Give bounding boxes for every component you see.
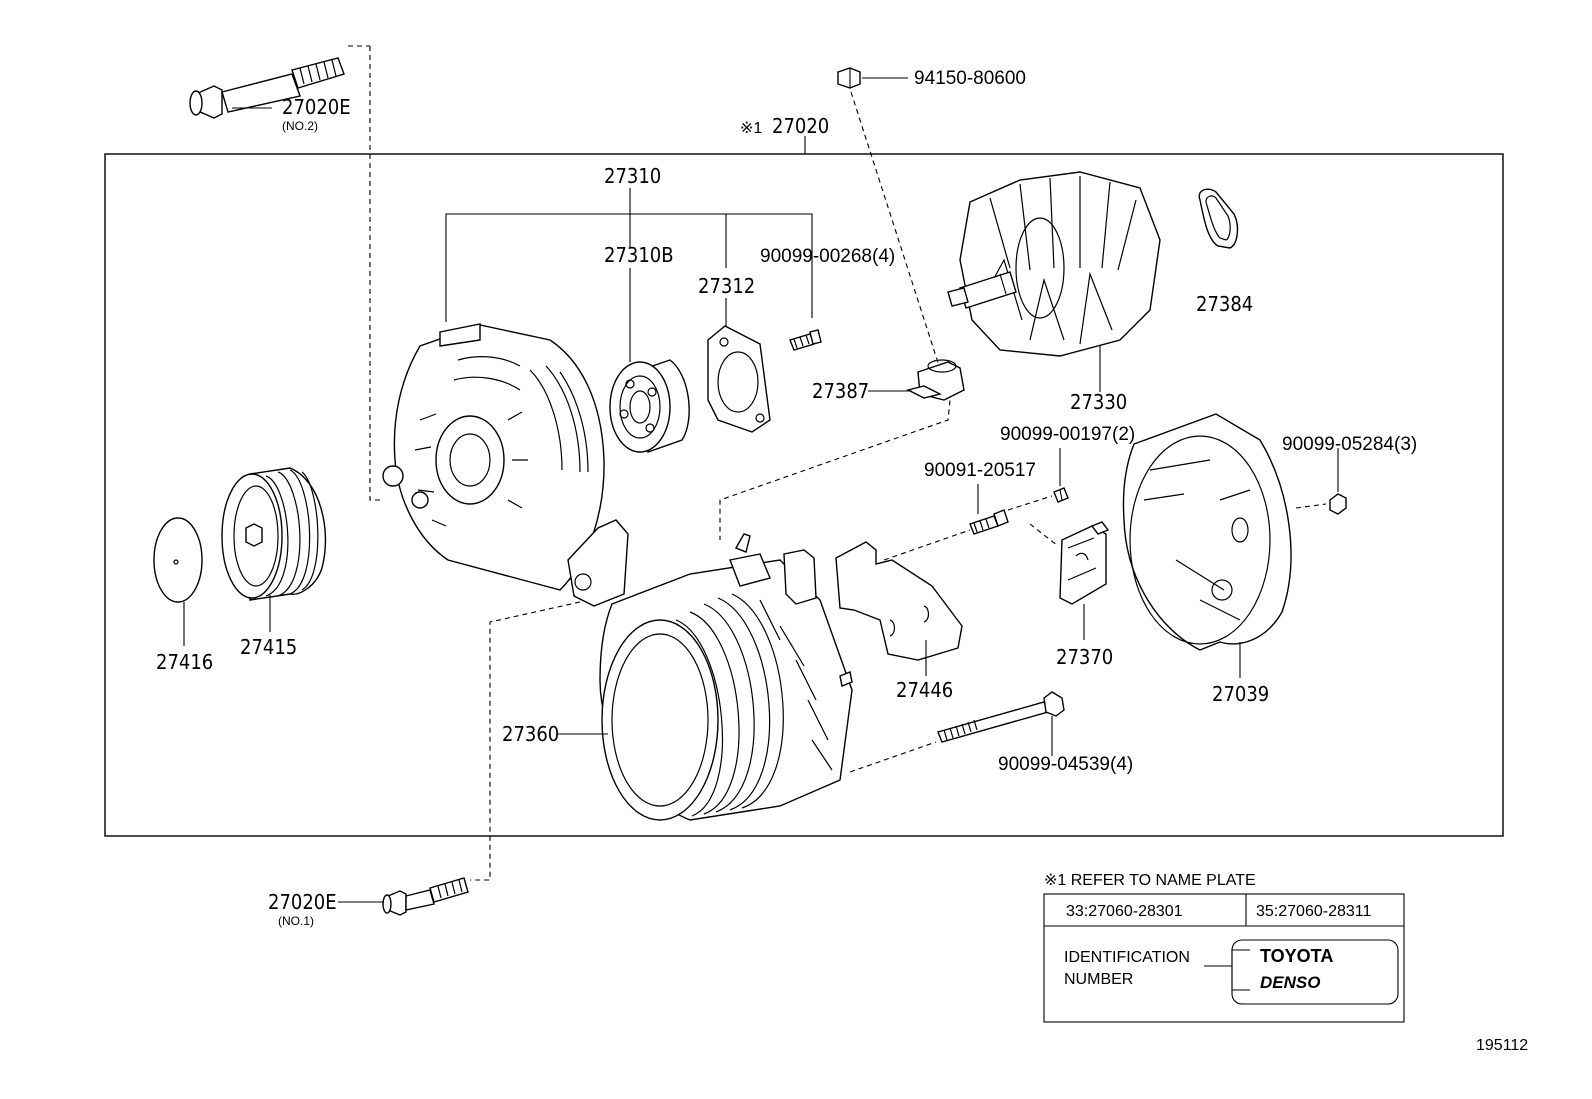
mark-27020: ※1 — [740, 120, 762, 137]
bolt-90099-04539 — [937, 691, 1065, 743]
assembly-box — [104, 153, 1504, 837]
bolt-27020e-no1 — [382, 877, 469, 916]
label-27312: 27312 — [698, 274, 755, 298]
label-90099-05284: 90099-05284(3) — [1282, 434, 1417, 455]
bracket-27446 — [835, 541, 963, 661]
screw-90091-20517 — [969, 509, 1009, 535]
holder-27387 — [905, 359, 965, 401]
sublabel-27020e-no1: (NO.1) — [278, 914, 314, 928]
note-col1: 33:27060-28301 — [1066, 903, 1183, 920]
label-27020e-no1: 27020E — [268, 890, 337, 914]
brand-denso: DENSO — [1260, 973, 1320, 992]
label-27415: 27415 — [240, 635, 297, 659]
rotor-27330 — [947, 171, 1161, 357]
label-27039: 27039 — [1212, 682, 1269, 706]
label-90099-04539: 90099-04539(4) — [998, 754, 1133, 775]
nameplate-table — [1043, 893, 1405, 1023]
bearing-27310b — [609, 359, 690, 453]
label-90099-00197: 90099-00197(2) — [1000, 424, 1135, 445]
label-27020e-no2: 27020E — [282, 95, 351, 119]
screw-90099-00268 — [789, 329, 822, 351]
ring-27384 — [1198, 188, 1239, 249]
nut-94150-80600 — [837, 67, 861, 89]
label-90091-20517: 90091-20517 — [924, 460, 1036, 481]
label-27020: 27020 — [772, 114, 829, 138]
cap-27416 — [153, 517, 203, 603]
nameplate-badge — [1231, 939, 1399, 1005]
note-title: ※1 REFER TO NAME PLATE — [1044, 872, 1256, 889]
label-27416: 27416 — [156, 650, 213, 674]
label-27330: 27330 — [1070, 390, 1127, 414]
bolt-27020e-no2 — [189, 57, 345, 119]
label-27360: 27360 — [502, 722, 559, 746]
label-27384: 27384 — [1196, 292, 1253, 316]
nut-90099-05284 — [1329, 493, 1347, 515]
note-id-line2: NUMBER — [1064, 971, 1133, 988]
label-27310: 27310 — [604, 164, 661, 188]
rear-cover-27039 — [1122, 413, 1292, 651]
pulley-27415 — [221, 467, 327, 601]
label-27310b: 27310B — [604, 243, 674, 267]
label-27446: 27446 — [896, 678, 953, 702]
label-90099-00268: 90099-00268(4) — [760, 246, 895, 267]
figure-number: 195112 — [1476, 1037, 1528, 1054]
sublabel-27020e-no2: (NO.2) — [282, 119, 318, 133]
note-col2: 35:27060-28311 — [1256, 903, 1371, 920]
brand-toyota: TOYOTA — [1260, 946, 1333, 966]
stator-27360 — [599, 533, 853, 821]
drive-end-frame — [382, 323, 629, 607]
screw-90099-00197 — [1053, 487, 1069, 503]
retainer-27312 — [707, 325, 771, 433]
label-27387: 27387 — [812, 379, 869, 403]
label-94150-80600: 94150-80600 — [914, 68, 1026, 89]
note-id-line1: IDENTIFICATION — [1064, 949, 1190, 966]
regulator-27370 — [1059, 521, 1110, 605]
label-27370: 27370 — [1056, 645, 1113, 669]
